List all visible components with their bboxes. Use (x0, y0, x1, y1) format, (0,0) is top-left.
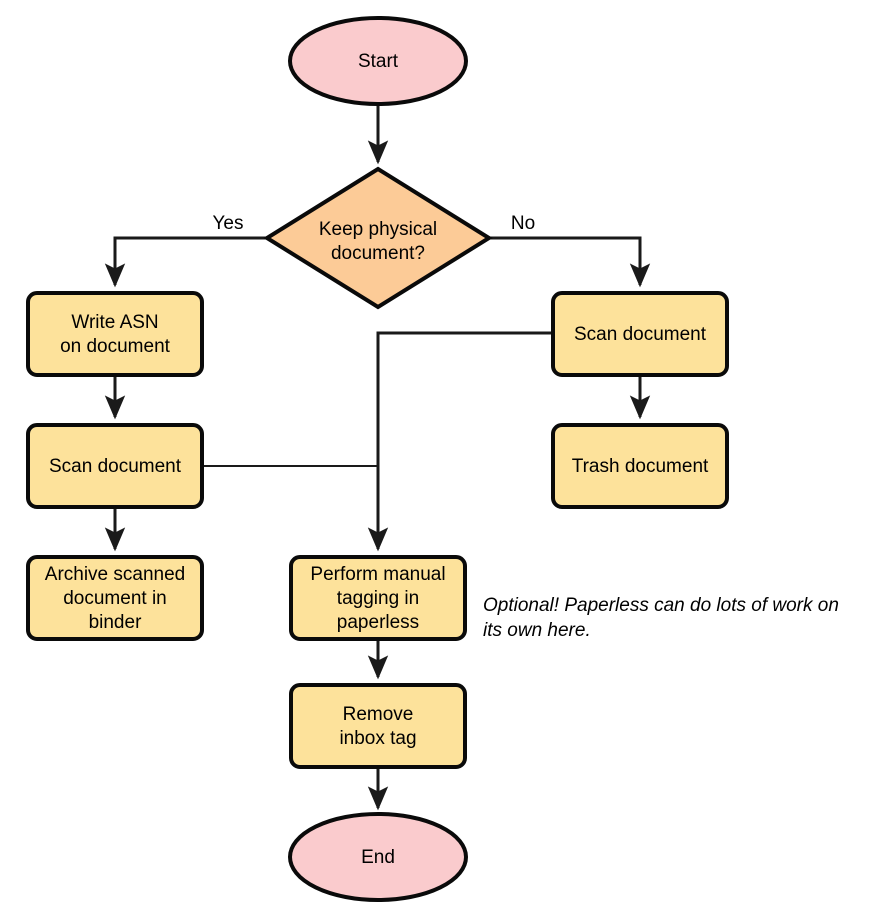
scan-document-left-label: Scan document (49, 456, 182, 477)
node-write-asn-on-document[interactable]: Write ASN on document (26, 291, 204, 377)
edge-label-yes: Yes (213, 213, 244, 234)
end-ellipse (288, 812, 468, 902)
trash-document-label: Trash document (572, 456, 709, 477)
annotation-optional-note: Optional! Paperless can do lots of work … (483, 595, 839, 641)
start-ellipse (288, 16, 468, 106)
node-remove-inbox-tag[interactable]: Remove inbox tag (289, 683, 467, 769)
edge-decision-no-to-scan-right (490, 236, 651, 288)
scan-document-right-box (551, 291, 729, 377)
remove-inbox-label-line2: inbox tag (339, 728, 416, 749)
node-scan-document-left[interactable]: Scan document (26, 423, 204, 509)
trash-document-box (551, 423, 729, 509)
remove-inbox-label-line1: Remove (343, 704, 414, 725)
remove-inbox-tag-box (289, 683, 467, 769)
edge-label-no: No (511, 213, 535, 234)
write-asn-label-line1: Write ASN (71, 312, 158, 333)
write-asn-label-line2: on document (60, 336, 171, 357)
archive-label-line3: binder (89, 612, 142, 633)
node-start[interactable]: Start (288, 16, 468, 106)
scan-document-left-box (26, 423, 204, 509)
annotation-line1: Optional! Paperless can do lots of work … (483, 595, 839, 616)
tagging-label-line3: paperless (337, 612, 419, 633)
tagging-label-line2: tagging in (337, 588, 419, 609)
edge-scan-right-to-tagging (367, 331, 551, 552)
decision-label-line2: document? (331, 243, 425, 264)
node-scan-document-right[interactable]: Scan document (551, 291, 729, 377)
write-asn-box (26, 291, 204, 377)
tagging-box (289, 555, 467, 641)
edge-decision-yes-to-write-asn (104, 236, 266, 288)
node-end[interactable]: End (288, 812, 468, 902)
decision-label-line1: Keep physical (319, 219, 437, 240)
node-perform-manual-tagging[interactable]: Perform manual tagging in paperless (289, 555, 467, 641)
archive-box (26, 555, 204, 641)
node-decision-keep-physical-document[interactable]: Keep physical document? (263, 166, 493, 310)
annotation-line2: its own here. (483, 620, 591, 641)
scan-document-right-label: Scan document (574, 324, 707, 345)
tagging-label-line1: Perform manual (310, 564, 445, 585)
decision-diamond (263, 166, 493, 310)
start-label: Start (358, 51, 399, 72)
node-trash-document[interactable]: Trash document (551, 423, 729, 509)
archive-label-line2: document in (63, 588, 167, 609)
end-label: End (361, 847, 395, 868)
archive-label-line1: Archive scanned (45, 564, 185, 585)
node-archive-scanned-document[interactable]: Archive scanned document in binder (26, 555, 204, 641)
